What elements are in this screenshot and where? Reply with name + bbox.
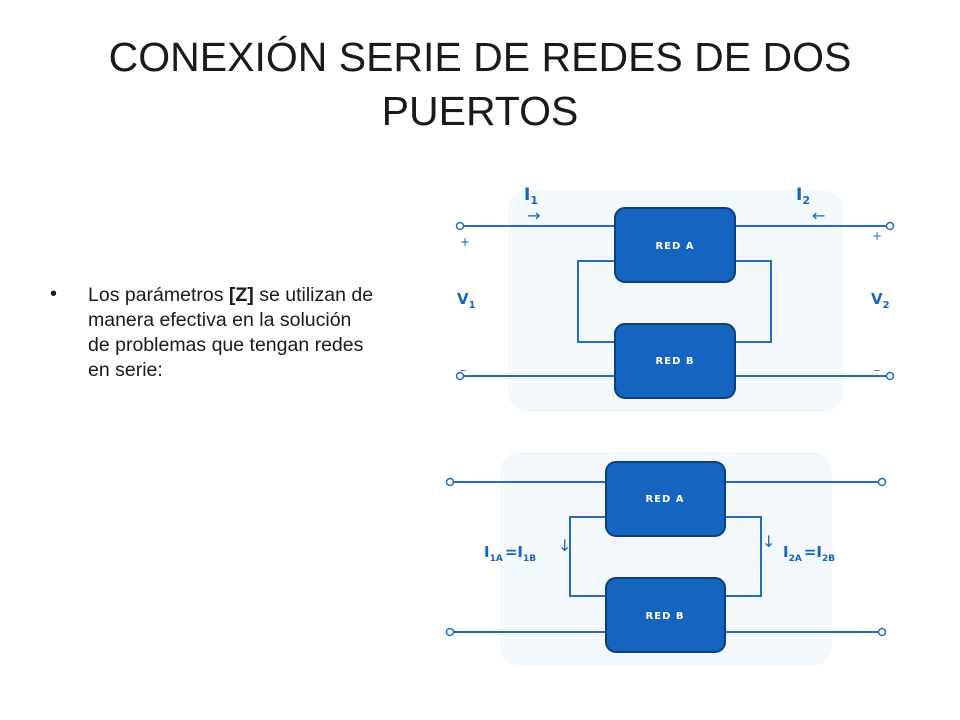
v1-plus-sign: + — [460, 235, 470, 249]
bullet-prefix: Los parámetros — [88, 284, 229, 306]
terminal-icon — [877, 627, 887, 637]
bullet-text: Los parámetros [Z] se utilizan de manera… — [88, 283, 378, 383]
v2-minus-sign: – — [874, 363, 880, 377]
i1-label: I1 — [524, 185, 538, 207]
bottom-red-a-label: RED A — [645, 494, 684, 505]
bullet-bold: [Z] — [228, 284, 254, 306]
bullet-suffix: se utilizan de manera efectiva en la sol… — [88, 284, 374, 381]
top-diagram: RED A RED B I1 → I2 ← + + – – V1 V2 — [455, 185, 895, 412]
left-current-equation: I1A=I1B — [484, 543, 536, 564]
top-panel — [508, 190, 843, 412]
arrow-left-icon: ← — [812, 206, 825, 225]
terminal-icon — [885, 371, 895, 381]
terminal-icon — [455, 221, 465, 231]
bottom-red-b-label: RED B — [646, 611, 685, 622]
bottom-link-left — [569, 516, 606, 597]
top-red-b-box — [614, 323, 736, 399]
v1-minus-sign: – — [460, 363, 466, 377]
bottom-panel — [500, 452, 832, 666]
v1-label: V1 — [457, 290, 476, 311]
bottom-diagram: RED A RED B I1A=I1B ↓ I2A=I2B ↓ — [445, 452, 887, 666]
top-link-left — [577, 260, 615, 343]
bottom-red-b-box — [605, 577, 726, 653]
terminal-icon — [877, 477, 887, 487]
v2-label: V2 — [871, 290, 890, 311]
terminal-icon — [885, 221, 895, 231]
top-red-a-box — [614, 207, 736, 283]
terminal-icon — [445, 627, 455, 637]
arrow-down-icon: ↓ — [762, 532, 775, 551]
terminal-icon — [455, 371, 465, 381]
bottom-link-right — [725, 516, 762, 597]
bullet-marker: • — [50, 283, 58, 305]
terminal-icon — [445, 477, 455, 487]
top-red-b-label: RED B — [656, 356, 695, 367]
arrow-right-icon: → — [527, 206, 540, 225]
top-red-a-label: RED A — [655, 241, 694, 252]
top-link-right — [735, 260, 772, 343]
slide-title: CONEXIÓN SERIE DE REDES DE DOS PUERTOS — [108, 34, 852, 134]
arrow-down-icon: ↓ — [558, 536, 571, 555]
v2-plus-sign: + — [872, 229, 882, 243]
right-current-equation: I2A=I2B — [783, 543, 835, 564]
bottom-red-a-box — [605, 461, 726, 537]
i2-label: I2 — [796, 185, 810, 207]
